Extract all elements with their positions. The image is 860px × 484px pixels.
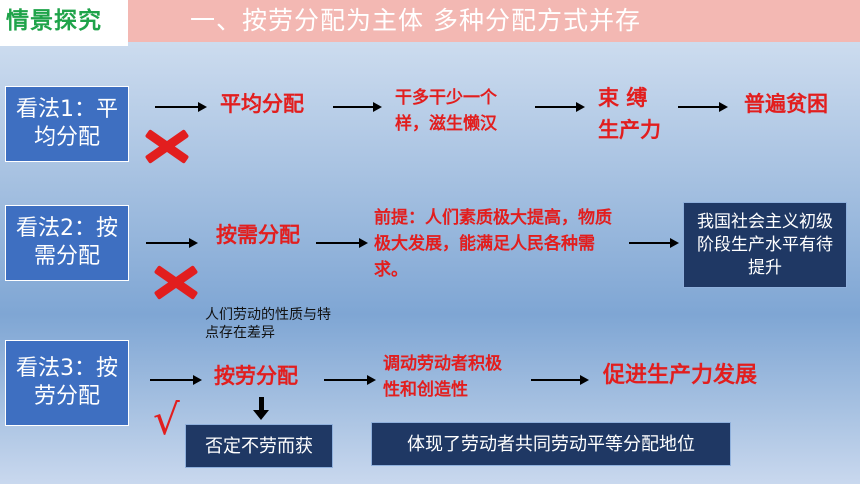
view3-effect: 调动劳动者积极性和创造性: [383, 354, 502, 400]
view1-method: 平均分配: [220, 92, 304, 116]
view3-box: 看法3：按劳分配: [5, 340, 129, 426]
view1-arrow-3: [535, 102, 585, 112]
page-title: 一、按劳分配为主体 多种分配方式并存: [190, 6, 641, 35]
view1-cross-icon: [147, 126, 187, 166]
view3-result: 促进生产力发展: [603, 363, 758, 388]
view1-label: 看法1：平均分配: [16, 97, 118, 150]
view1-arrow-4: [678, 102, 728, 112]
view3-note: 人们劳动的性质与特点存在差异: [205, 307, 331, 341]
view3-arrow-3: [531, 375, 589, 385]
header-bar: [0, 0, 860, 42]
view1-box: 看法1：平均分配: [5, 86, 129, 162]
view1-effect: 干多干少一个样，滋生懒汉: [395, 88, 497, 134]
view2-condition: 前提：人们素质极大提高，物质极大发展，能满足人民各种需求。: [374, 208, 612, 280]
view2-arrow-2: [316, 238, 368, 248]
view2-reality: 我国社会主义初级阶段生产水平有待提升: [697, 211, 833, 278]
view2-arrow-3: [629, 238, 679, 248]
view3-method: 按劳分配: [214, 364, 298, 388]
view3-reflects: 体现了劳动者共同劳动平等分配地位: [407, 433, 695, 455]
section-tag: [0, 0, 128, 46]
view3-check-icon: √: [153, 395, 180, 444]
down-arrow-head-icon: [253, 410, 269, 420]
view2-label: 看法2：按需分配: [16, 216, 118, 269]
view3-reflects-box: 体现了劳动者共同劳动平等分配地位: [371, 422, 731, 466]
view2-method: 按需分配: [216, 223, 300, 247]
section-tag-text: 情景探究: [6, 8, 102, 34]
down-arrow-icon: [259, 397, 264, 411]
view3-negate: 否定不劳而获: [205, 435, 313, 457]
view2-box: 看法2：按需分配: [5, 205, 129, 281]
view3-arrow-2: [324, 375, 376, 385]
view3-arrow-1: [150, 375, 202, 385]
view1-arrow-1: [155, 102, 207, 112]
view2-cross-icon: [156, 262, 196, 302]
view1-result: 普遍贫困: [744, 92, 828, 116]
view3-label: 看法3：按劳分配: [16, 356, 118, 409]
view3-negate-box: 否定不劳而获: [185, 424, 333, 468]
view1-arrow-2: [333, 102, 382, 112]
view2-arrow-1: [146, 238, 198, 248]
view2-reality-box: 我国社会主义初级阶段生产水平有待提升: [683, 202, 847, 288]
view1-consequence: 束 缚生产力: [598, 86, 661, 142]
